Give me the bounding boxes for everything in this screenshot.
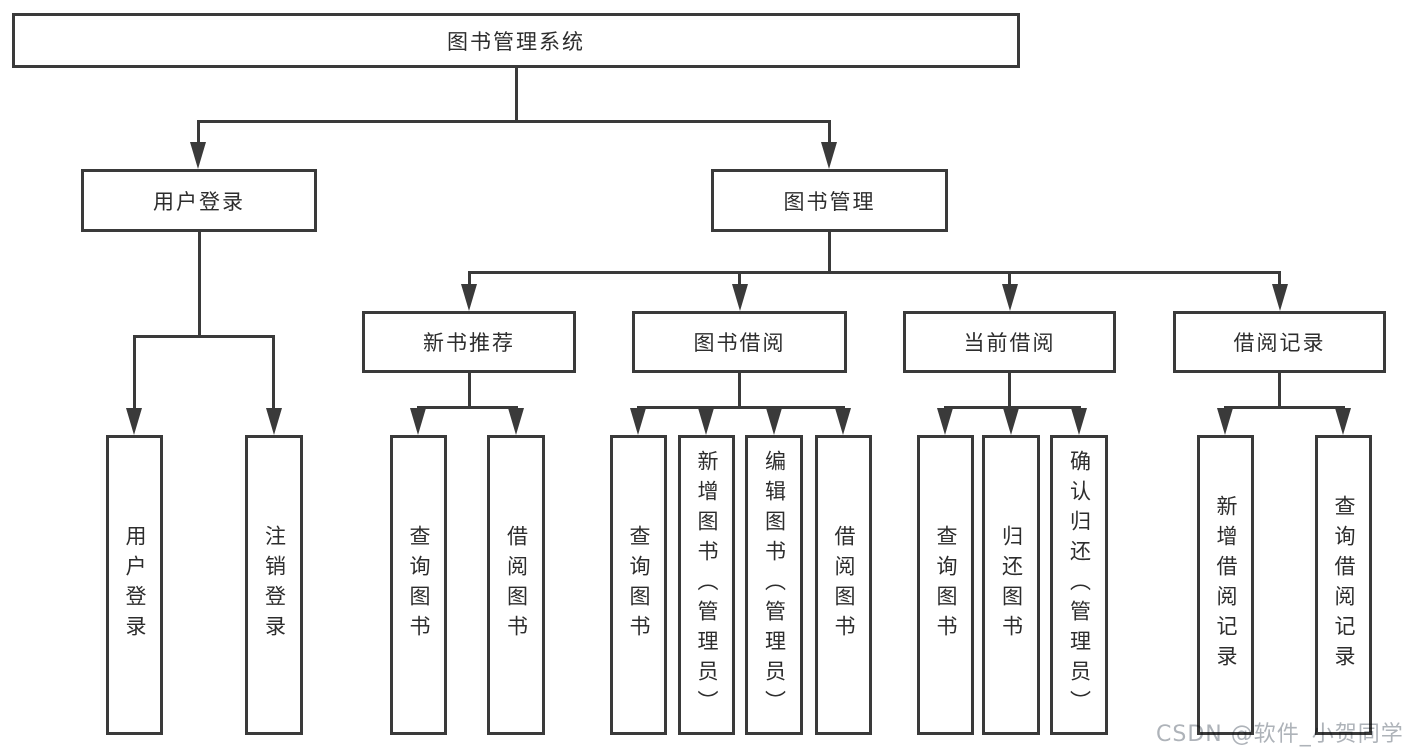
connector-drop — [1278, 271, 1281, 287]
leaf-return-book: 归还图书 — [982, 435, 1040, 735]
leaf-add-borrow-record: 新增借阅记录 — [1197, 435, 1254, 735]
arrow-down-icon — [1272, 284, 1288, 311]
connector-drop — [828, 120, 831, 146]
arrow-down-icon — [190, 142, 206, 169]
node-root-label: 图书管理系统 — [447, 29, 585, 54]
leaf-borrow-books-borrow-label: 借阅图书 — [832, 525, 856, 645]
arrow-down-icon — [126, 408, 142, 435]
arrow-down-icon — [508, 408, 524, 435]
leaf-edit-book-admin-label: 编辑图书（管理员） — [762, 450, 787, 720]
connector-drop — [1008, 271, 1011, 287]
arrow-down-icon — [410, 408, 426, 435]
arrow-down-icon — [630, 408, 646, 435]
node-current-borrow-label: 当前借阅 — [963, 331, 1056, 355]
connector-rail-level2 — [198, 120, 831, 123]
node-new-book-recommend-label: 新书推荐 — [423, 331, 515, 355]
connector-book-mgmt-stem — [828, 230, 831, 273]
connector-drop — [197, 120, 200, 146]
arrow-down-icon — [766, 408, 782, 435]
leaf-query-books-borrow-label: 查询图书 — [627, 525, 651, 645]
arrow-down-icon — [698, 408, 714, 435]
leaf-user-login-label: 用户登录 — [123, 525, 147, 645]
leaf-user-login: 用户登录 — [106, 435, 163, 735]
leaf-confirm-return-admin: 确认归还（管理员） — [1050, 435, 1108, 735]
node-borrow-records-label: 借阅记录 — [1233, 331, 1326, 355]
leaf-edit-book-admin: 编辑图书（管理员） — [745, 435, 803, 735]
node-borrow-records: 借阅记录 — [1173, 311, 1386, 373]
arrow-down-icon — [1002, 284, 1018, 311]
leaf-query-borrow-record-label: 查询借阅记录 — [1332, 495, 1356, 675]
leaf-query-books-borrow: 查询图书 — [610, 435, 667, 735]
connector-drop — [133, 335, 136, 411]
leaf-return-book-label: 归还图书 — [999, 525, 1024, 645]
connector-drop — [468, 271, 471, 287]
connector-drop — [738, 271, 741, 287]
leaf-borrow-books-borrow: 借阅图书 — [815, 435, 872, 735]
leaf-query-books-current: 查询图书 — [917, 435, 974, 735]
leaf-query-books-recommend-label: 查询图书 — [407, 525, 431, 645]
node-user-login: 用户登录 — [81, 169, 317, 232]
leaf-logout-label: 注销登录 — [262, 525, 287, 645]
connector-stem — [738, 371, 741, 408]
arrow-down-icon — [835, 408, 851, 435]
leaf-borrow-books-recommend-label: 借阅图书 — [504, 525, 529, 645]
connector-rail — [637, 406, 845, 409]
node-current-borrow: 当前借阅 — [903, 311, 1116, 373]
arrow-down-icon — [937, 408, 953, 435]
node-book-borrow: 图书借阅 — [632, 311, 847, 373]
connector-rail — [417, 406, 518, 409]
leaf-logout: 注销登录 — [245, 435, 303, 735]
csdn-watermark: CSDN @软件_小贺同学 — [1156, 722, 1404, 747]
arrow-down-icon — [821, 142, 837, 169]
node-book-management: 图书管理 — [711, 169, 948, 232]
arrow-down-icon — [266, 408, 282, 435]
arrow-down-icon — [732, 284, 748, 311]
connector-user-login-stem — [198, 230, 201, 337]
node-user-login-label: 用户登录 — [153, 189, 245, 214]
arrow-down-icon — [1217, 408, 1233, 435]
node-new-book-recommend: 新书推荐 — [362, 311, 576, 373]
connector-rail — [1224, 406, 1345, 409]
leaf-confirm-return-admin-label: 确认归还（管理员） — [1067, 450, 1092, 720]
leaf-add-borrow-record-label: 新增借阅记录 — [1214, 495, 1238, 675]
arrow-down-icon — [1071, 408, 1087, 435]
arrow-down-icon — [461, 284, 477, 311]
connector-root-stem — [515, 66, 518, 122]
leaf-query-books-recommend: 查询图书 — [390, 435, 447, 735]
leaf-borrow-books-recommend: 借阅图书 — [487, 435, 545, 735]
node-book-management-label: 图书管理 — [783, 189, 876, 214]
connector-stem — [1008, 371, 1011, 408]
leaf-query-borrow-record: 查询借阅记录 — [1315, 435, 1372, 735]
connector-rail-level3 — [468, 271, 1281, 274]
node-book-borrow-label: 图书借阅 — [693, 331, 786, 355]
leaf-query-books-current-label: 查询图书 — [934, 525, 958, 645]
arrow-down-icon — [1335, 408, 1351, 435]
arrow-down-icon — [1003, 408, 1019, 435]
leaf-add-book-admin-label: 新增图书（管理员） — [695, 450, 719, 720]
connector-drop — [272, 335, 275, 411]
connector-stem — [1278, 371, 1281, 408]
leaf-add-book-admin: 新增图书（管理员） — [678, 435, 735, 735]
connector-rail — [944, 406, 1081, 409]
connector-stem — [468, 371, 471, 408]
node-root: 图书管理系统 — [12, 13, 1020, 68]
connector-rail-user-login — [133, 335, 275, 338]
